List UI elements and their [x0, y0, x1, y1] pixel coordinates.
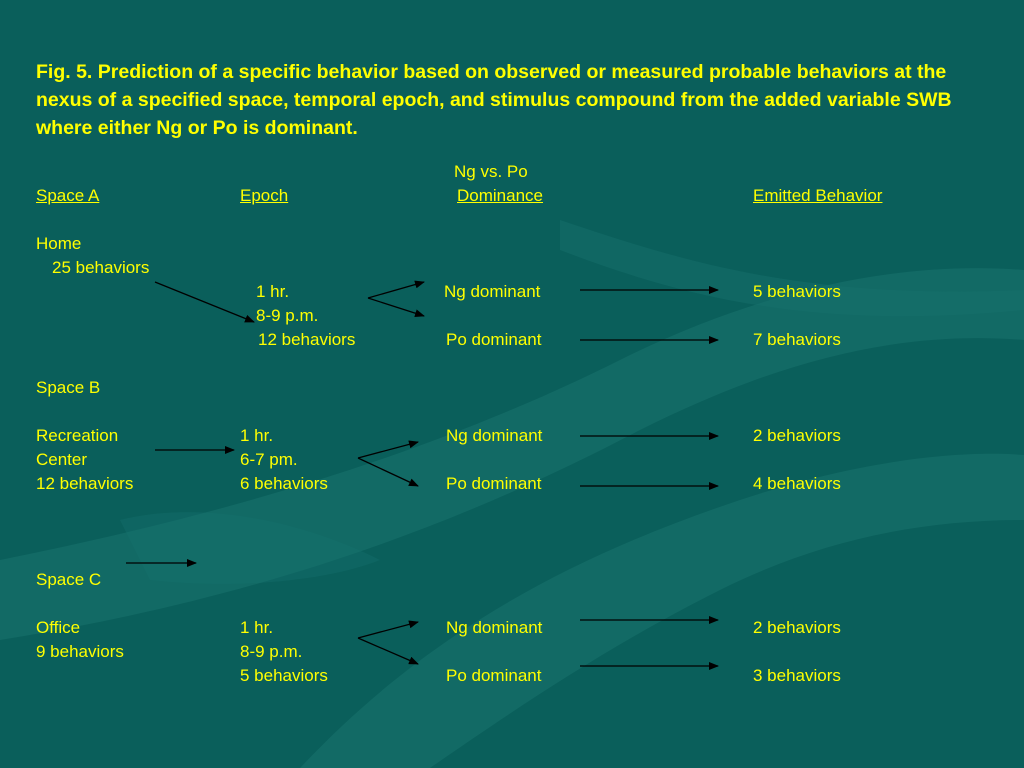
space-b-ng-dominant: Ng dominant: [446, 426, 543, 445]
space-c-space-behaviors: 9 behaviors: [36, 642, 124, 661]
space-b-po-dominant: Po dominant: [446, 474, 542, 493]
home-epoch-duration: 1 hr.: [256, 282, 290, 301]
space-b-name-line2: Center: [36, 450, 88, 469]
space-b-space-behaviors: 12 behaviors: [36, 474, 134, 493]
space-c-epoch-time: 8-9 p.m.: [240, 642, 303, 661]
space-c-ng-dominant: Ng dominant: [446, 618, 543, 637]
home-ng-dominant: Ng dominant: [444, 282, 541, 301]
space-b-epoch-time: 6-7 pm.: [240, 450, 298, 469]
home-epoch-time: 8-9 p.m.: [256, 306, 319, 325]
space-c-epoch-duration: 1 hr.: [240, 618, 274, 637]
space-a-header: Space A: [36, 186, 100, 205]
space-b-po-result: 4 behaviors: [753, 474, 841, 493]
home-po-result: 7 behaviors: [753, 330, 841, 349]
space-b-ng-result: 2 behaviors: [753, 426, 841, 445]
space-c-po-dominant: Po dominant: [446, 666, 542, 685]
space-c-epoch-behaviors: 5 behaviors: [240, 666, 328, 685]
home-po-dominant: Po dominant: [446, 330, 542, 349]
dominance-header: Dominance: [457, 186, 543, 205]
emitted-behavior-header: Emitted Behavior: [753, 186, 883, 205]
home-space-behaviors: 25 behaviors: [52, 258, 150, 277]
space-c-po-result: 3 behaviors: [753, 666, 841, 685]
epoch-header: Epoch: [240, 186, 289, 205]
home-epoch-behaviors: 12 behaviors: [258, 330, 356, 349]
space-c-header: Space C: [36, 570, 102, 589]
ng-vs-po-header: Ng vs. Po: [454, 162, 528, 181]
home-ng-result: 5 behaviors: [753, 282, 841, 301]
home-space-name: Home: [36, 234, 82, 253]
space-b-epoch-duration: 1 hr.: [240, 426, 274, 445]
space-b-name-line1: Recreation: [36, 426, 119, 445]
space-b-epoch-behaviors: 6 behaviors: [240, 474, 328, 493]
figure-title: Fig. 5. Prediction of a specific behavio…: [36, 61, 952, 139]
space-b-header: Space B: [36, 378, 101, 397]
space-c-ng-result: 2 behaviors: [753, 618, 841, 637]
space-c-name: Office: [36, 618, 81, 637]
